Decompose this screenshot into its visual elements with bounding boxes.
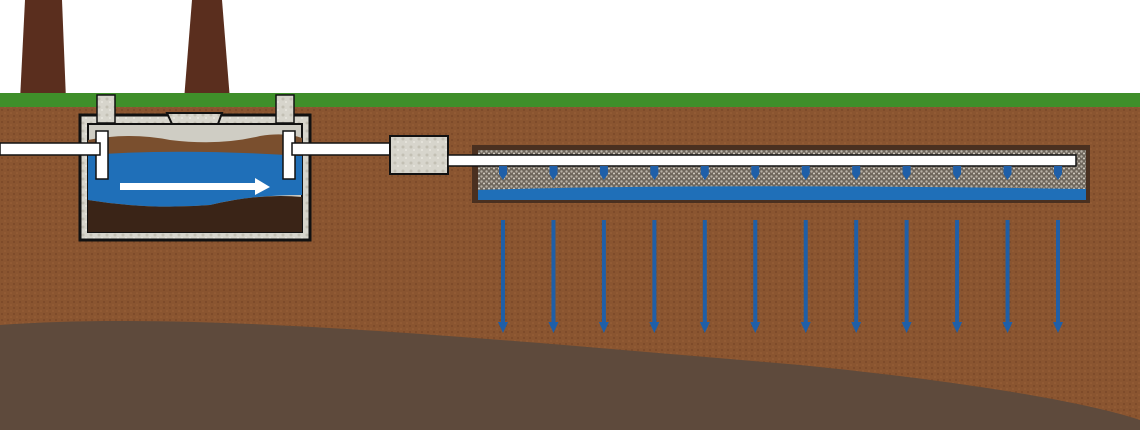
- drip-marker: [751, 166, 760, 180]
- drip-marker: [852, 166, 861, 180]
- percolation-arrow-icon: [598, 220, 609, 333]
- drip-marker: [801, 166, 810, 180]
- percolation-arrow-icon: [952, 220, 963, 333]
- percolation-arrow-icon: [901, 220, 912, 333]
- drip-marker: [953, 166, 962, 180]
- drip-markers: [499, 166, 1062, 180]
- distribution-box: [389, 135, 449, 175]
- flow-arrow-icon: [120, 178, 270, 195]
- drip-marker: [549, 166, 558, 180]
- percolation-arrow-icon: [851, 220, 862, 333]
- drip-marker: [599, 166, 608, 180]
- percolation-arrow-icon: [1002, 220, 1013, 333]
- perforated-pipe: [447, 154, 1077, 167]
- septic-tank: [78, 94, 312, 242]
- drip-marker: [902, 166, 911, 180]
- percolation-arrow-icon: [750, 220, 761, 333]
- percolation-arrow-icon: [649, 220, 660, 333]
- drip-marker: [650, 166, 659, 180]
- effluent-water: [88, 151, 302, 207]
- percolation-arrow-icon: [800, 220, 811, 333]
- outlet-pipe: [291, 142, 393, 156]
- inlet-pipe: [0, 142, 101, 156]
- drip-marker: [700, 166, 709, 180]
- tree-trunk-right: [184, 0, 230, 100]
- riser-right: [275, 94, 295, 124]
- percolation-arrow-icon: [498, 220, 508, 333]
- effluent-in-gravel: [478, 186, 1086, 200]
- drip-marker: [1003, 166, 1012, 180]
- riser-left: [96, 94, 116, 124]
- percolation-arrows: [498, 220, 1063, 333]
- percolation-arrow-icon: [1053, 220, 1063, 333]
- tree-trunk-left: [20, 0, 66, 100]
- sludge-layer: [88, 196, 302, 232]
- lid-center: [165, 112, 224, 125]
- sky: [0, 0, 1140, 100]
- drip-marker: [499, 166, 507, 180]
- percolation-arrow-icon: [548, 220, 559, 333]
- subsoil-layer: [0, 320, 1140, 430]
- percolation-arrow-icon: [699, 220, 710, 333]
- drip-marker: [1054, 166, 1062, 180]
- grass: [0, 93, 1140, 107]
